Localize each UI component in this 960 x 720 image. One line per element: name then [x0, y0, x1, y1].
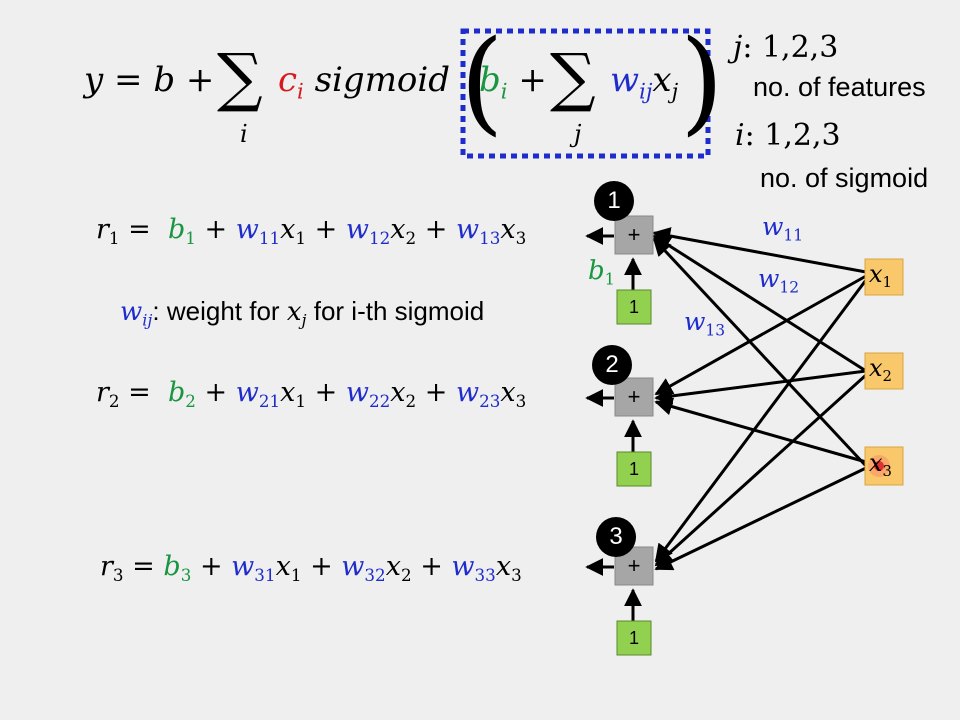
note-x-symbol: xj	[286, 297, 307, 330]
j-note: no. of features	[753, 72, 926, 102]
edge-x1-n3	[654, 279, 868, 563]
neuron-number-1: 1	[607, 187, 621, 214]
input-label-x1: x1	[869, 260, 893, 292]
input-box-2	[864, 352, 904, 390]
y-symbol: y	[84, 60, 104, 100]
note-text-2: for i-th sigmoid	[306, 296, 485, 326]
note-w-symbol: wij	[120, 297, 153, 330]
edge-x3-n3	[654, 466, 867, 571]
sigmoid-word: sigmoid	[314, 60, 451, 100]
neuron-number-3: 3	[609, 523, 623, 550]
dashed-highlight-box	[460, 28, 711, 159]
edge-x3-n1	[652, 237, 868, 468]
weight-label-w12: w12	[758, 264, 800, 297]
note-text-1: : weight for	[152, 296, 287, 326]
plus-sign: +	[185, 60, 215, 100]
sum-node-2	[614, 377, 654, 417]
equation-r1: r1 = b1 + w11x1 + w12x2 + w13x3	[96, 214, 527, 248]
sum-symbol-i: ∑	[217, 41, 263, 115]
sum-symbol-1: +	[627, 222, 641, 247]
left-paren: (	[460, 17, 504, 147]
j-range: j: 1,2,3	[733, 30, 839, 65]
input-label-x3: x3	[869, 449, 893, 481]
right-paren: )	[680, 17, 724, 147]
bias-value-2: 1	[628, 459, 639, 479]
equals-sign: =	[114, 60, 143, 100]
input-label-x2: x2	[869, 354, 893, 386]
edge-x2-n2	[654, 369, 867, 405]
main-formula: y = b +	[84, 60, 214, 100]
sum-node-1	[614, 215, 654, 255]
equation-r2: r2 = b2 + w21x1 + w22x2 + w23x3	[96, 377, 527, 411]
b-symbol: b	[153, 60, 176, 100]
sum-symbol-j: ∑	[550, 41, 596, 115]
bias-box-1	[616, 289, 652, 325]
sum-symbol-2: +	[627, 384, 641, 409]
equation-r3: r3 = b3 + w31x1 + w32x2 + w33x3	[100, 551, 522, 585]
neuron-circle-2	[592, 345, 632, 385]
sum-index-i: i	[240, 120, 248, 148]
bias-box-3	[616, 620, 652, 656]
sum-index-j: j	[574, 120, 582, 148]
i-note: no. of sigmoid	[760, 163, 929, 193]
bias-label-b1: b1	[588, 256, 615, 289]
edge-x2-n1	[652, 234, 867, 373]
inner-weight-term: wijxj	[610, 60, 679, 104]
inner-bias: bi +	[479, 60, 547, 104]
i-range: i: 1,2,3	[735, 118, 841, 153]
sum-symbol-3: +	[627, 553, 641, 578]
edge-x3-n2	[654, 397, 867, 464]
bias-box-2	[616, 451, 652, 487]
c-coefficient: ci	[278, 60, 304, 104]
weight-note: wij: weight for xj for i-th sigmoid	[120, 296, 484, 330]
neuron-circle-3	[596, 517, 636, 557]
pointer-dot	[874, 461, 884, 471]
neuron-circle-1	[594, 181, 634, 221]
edge-x2-n3	[654, 373, 868, 567]
bias-value-1: 1	[628, 297, 639, 317]
weight-label-w13: w13	[684, 307, 726, 340]
sigmoid-term: ci sigmoid	[278, 60, 450, 103]
neuron-number-2: 2	[605, 351, 619, 378]
bias-value-3: 1	[628, 628, 639, 648]
weight-label-w11: w11	[762, 212, 804, 245]
connection-lines	[652, 227, 868, 571]
edge-x1-n1	[652, 227, 867, 274]
edge-x1-n2	[654, 274, 867, 396]
input-box-1	[864, 258, 904, 296]
